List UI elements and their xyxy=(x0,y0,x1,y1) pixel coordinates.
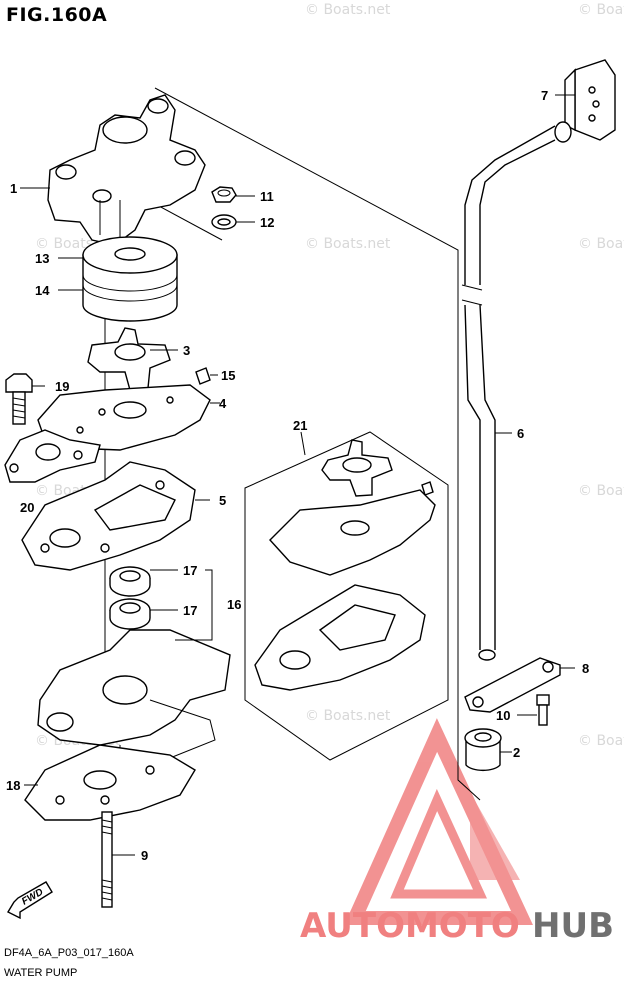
callout-7: 7 xyxy=(541,88,548,103)
part-1-pump-case xyxy=(47,94,206,246)
watermark-text: © Boats.net xyxy=(578,733,624,749)
part-3-impeller xyxy=(87,327,171,391)
part-16-pump-housing xyxy=(37,629,231,761)
part-19-bolt xyxy=(5,373,33,425)
callout-11: 11 xyxy=(260,189,274,204)
part-7-grommet xyxy=(564,59,616,141)
diagram-code: DF4A_6A_P03_017_160A xyxy=(4,947,134,959)
part-2-collar xyxy=(464,728,502,772)
part-18-gasket xyxy=(24,744,196,821)
callout-19: 19 xyxy=(55,379,69,394)
part-9-stud-bolt xyxy=(101,811,113,908)
part-21-repair-kit xyxy=(244,431,449,761)
part-20-gasket xyxy=(4,429,101,483)
watermark-text: © Boats.net xyxy=(305,2,391,18)
diagram-name: WATER PUMP xyxy=(4,967,78,979)
brand-text-secondary: HUB xyxy=(532,906,614,946)
callout-6: 6 xyxy=(517,426,524,441)
part-13-14-liner xyxy=(82,236,178,322)
callout-2: 2 xyxy=(513,745,520,760)
part-17-oil-seal xyxy=(109,598,151,630)
callout-17: 17 xyxy=(183,603,197,618)
part-10-bolt xyxy=(536,694,550,726)
callout-17: 17 xyxy=(183,563,197,578)
watermark-text: © Boats.net xyxy=(578,483,624,499)
brand-text-primary: AUTOMOTO xyxy=(300,906,520,946)
brand-triangle-logo xyxy=(344,718,533,925)
callout-5: 5 xyxy=(219,493,226,508)
leader-lines xyxy=(20,94,575,856)
callout-16: 16 xyxy=(227,597,241,612)
brand-wordmark: AUTOMOTO HUB xyxy=(300,906,614,946)
callout-12: 12 xyxy=(260,215,274,230)
figure-title: FIG.160A xyxy=(6,4,108,26)
callout-1: 1 xyxy=(10,181,17,196)
watermark-text: © Boats.net xyxy=(578,236,624,252)
part-15-key xyxy=(195,367,211,385)
callout-3: 3 xyxy=(183,343,190,358)
part-6-water-hose xyxy=(461,121,572,661)
fwd-arrow-icon: FWD xyxy=(7,881,53,920)
part-11-nut xyxy=(211,186,237,203)
callout-8: 8 xyxy=(582,661,589,676)
callout-15: 15 xyxy=(221,368,235,383)
watermark-text: © Boats.net xyxy=(305,708,391,724)
callout-18: 18 xyxy=(6,778,20,793)
callout-13: 13 xyxy=(35,251,49,266)
watermark-text: © Boats.net xyxy=(305,236,391,252)
callout-9: 9 xyxy=(141,848,148,863)
callout-14: 14 xyxy=(35,283,50,298)
callout-20: 20 xyxy=(20,500,34,515)
callout-labels: 1 2 3 4 5 6 7 8 9 10 11 12 13 14 15 16 1… xyxy=(6,88,589,863)
callout-21: 21 xyxy=(293,418,307,433)
part-8-bracket xyxy=(464,657,561,713)
callout-10: 10 xyxy=(496,708,510,723)
watermark-text: © Boats.net xyxy=(578,2,624,18)
part-17-oil-seal xyxy=(109,566,151,597)
callout-4: 4 xyxy=(219,396,227,411)
part-12-washer xyxy=(211,214,237,230)
part-5-gasket xyxy=(21,461,196,571)
